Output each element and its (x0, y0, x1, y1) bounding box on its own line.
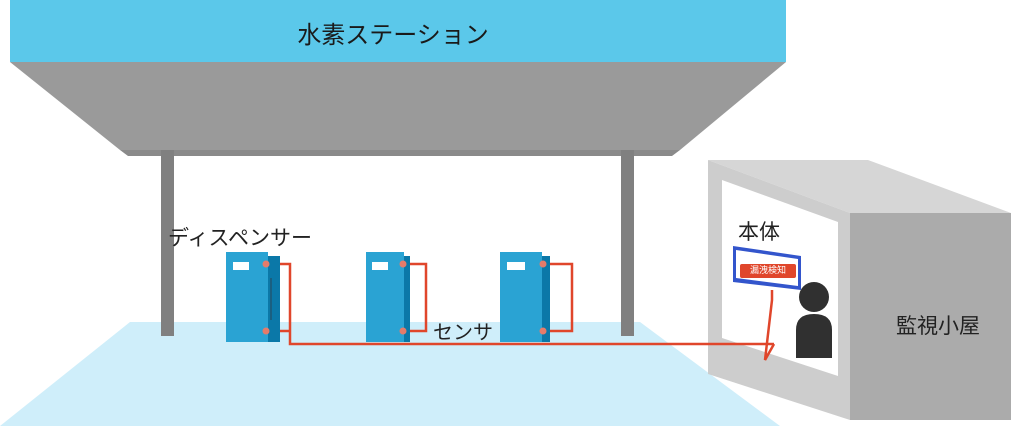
dispenser-3-screen (507, 262, 525, 270)
alarm-text: 漏洩検知 (749, 266, 786, 276)
person-head (799, 282, 829, 312)
sensor-3-bottom (539, 327, 547, 335)
dispenser-2-screen (372, 262, 388, 270)
canopy-roof (10, 62, 786, 150)
sensor-2-top (399, 260, 407, 268)
dispenser-2 (366, 252, 410, 342)
dispenser-1 (226, 252, 280, 342)
dispenser-3 (500, 252, 550, 342)
pillar-left (161, 150, 174, 336)
sensor-1-top (262, 260, 270, 268)
sensor-label: センサ (433, 320, 493, 344)
dispenser-1-screen (233, 262, 249, 270)
station-floor (0, 322, 780, 426)
building-side (850, 213, 1011, 420)
main-unit-label: 本体 (738, 220, 780, 244)
wire-dispenser-2 (403, 262, 428, 333)
alarm-indicator (740, 264, 796, 278)
canopy-top (10, 0, 786, 62)
pillar-right (621, 150, 634, 336)
monitor-room-label: 監視小屋 (896, 314, 980, 338)
canopy-roof-shade (120, 150, 680, 156)
wire-to-main-unit (763, 290, 776, 361)
sensor-2-bottom (399, 327, 407, 335)
sensor-1-bottom (262, 327, 270, 335)
sensor-3-top (539, 260, 547, 268)
dispenser-label: ディスペンサー (168, 226, 313, 250)
person-body (796, 314, 832, 358)
station-title: 水素ステーション (297, 21, 489, 49)
wire-dispenser-3 (543, 262, 574, 333)
building-top (708, 160, 1011, 213)
